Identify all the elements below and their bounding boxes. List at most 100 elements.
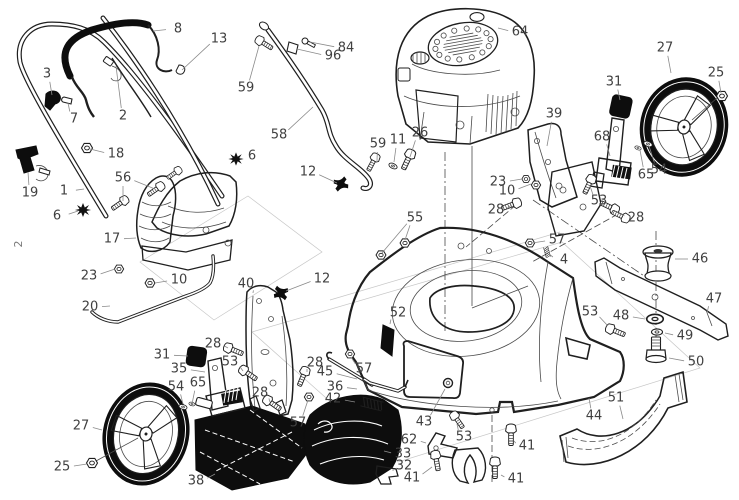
bolt-59 <box>363 151 383 174</box>
cable-clip <box>175 64 186 75</box>
part-number-label: 27 <box>73 419 90 434</box>
leader-line <box>632 316 646 320</box>
nut-23 <box>521 175 531 183</box>
leader-line <box>73 463 88 467</box>
nut-23 <box>113 264 125 274</box>
leader-line <box>404 225 411 241</box>
leader-line <box>92 427 103 431</box>
handle-mount-tray <box>136 171 238 271</box>
left-handle-bracket-40 <box>245 284 294 421</box>
part-number-label: 19 <box>22 186 39 201</box>
leader-line <box>706 306 709 314</box>
part-number-label: 28 <box>205 337 222 352</box>
leader-line <box>599 316 609 327</box>
part-number-label: 23 <box>81 269 98 284</box>
blade-adapter <box>642 245 674 282</box>
part-number-label: 26 <box>412 126 429 141</box>
part-number-label: 50 <box>688 355 705 370</box>
part-number-label: 6 <box>53 209 61 224</box>
part-number-label: 48 <box>613 309 630 324</box>
lower-handle <box>16 21 225 219</box>
leader-line <box>420 441 427 444</box>
nut-55 <box>375 250 387 260</box>
leader-line <box>268 398 271 403</box>
nut-10 <box>530 180 542 190</box>
leader-line <box>507 204 513 208</box>
mower-deck <box>344 226 625 416</box>
part-number-label: 13 <box>211 32 228 47</box>
throttle-cable <box>111 57 152 118</box>
bolt-53 <box>579 172 599 197</box>
part-number-label: 23 <box>490 175 507 190</box>
leader-line <box>518 183 532 190</box>
leader-line <box>497 27 509 31</box>
bolt-41 <box>489 456 501 479</box>
part-number-label: 49 <box>677 329 694 344</box>
leader-line <box>249 45 260 81</box>
part-number-label: 35 <box>171 362 188 377</box>
bracket-39 <box>527 122 578 208</box>
leader-line <box>285 281 311 292</box>
part-number-label: 32 <box>396 459 413 474</box>
part-number-label: 2 <box>119 109 127 124</box>
part-number-label: 68 <box>594 130 611 145</box>
part-number-label: 18 <box>108 147 125 162</box>
deck-baffle-52 <box>380 324 395 357</box>
clamp-96 <box>286 41 299 55</box>
nut-18 <box>80 142 94 154</box>
rear-wheel <box>639 77 729 177</box>
leader-line <box>430 388 446 416</box>
leader-line <box>606 144 611 157</box>
leader-line <box>100 268 116 275</box>
leader-line <box>619 405 624 420</box>
part-number-label: 51 <box>608 391 625 406</box>
part-number-label: 41 <box>508 472 525 487</box>
rear-bumper-51 <box>559 370 688 466</box>
upper-handle <box>100 15 373 207</box>
bolt-26 <box>397 146 418 173</box>
leader-line <box>191 390 196 405</box>
deck-hub-opening <box>429 284 515 333</box>
part-number-label: 28 <box>307 356 324 371</box>
leader-line <box>422 466 433 475</box>
leader-line <box>456 423 459 431</box>
leader-line <box>664 332 674 336</box>
leader-line <box>588 397 592 409</box>
leader-line <box>617 89 621 101</box>
leader-line <box>319 174 338 184</box>
leader-line <box>288 106 314 131</box>
screw-84 <box>301 37 317 49</box>
leader-line <box>309 41 335 48</box>
leader-line <box>123 237 137 240</box>
leader-line <box>350 356 356 364</box>
bolt-41 <box>429 449 444 472</box>
part-number-label: 36 <box>327 380 344 395</box>
latch-assembly <box>326 245 551 412</box>
deck-side-pocket <box>564 336 591 360</box>
support-rod-20 <box>90 254 216 324</box>
bolt-7 <box>61 96 73 105</box>
part-number-label: 53 <box>222 355 239 370</box>
leader-line <box>180 394 184 405</box>
leader-line <box>75 188 85 191</box>
leader-line <box>531 240 546 244</box>
front-wheel <box>102 382 190 486</box>
leader-line <box>409 140 416 158</box>
leader-line <box>346 387 358 390</box>
nut-57 <box>303 392 315 402</box>
leader-line <box>718 80 722 94</box>
lever-3 <box>44 90 61 111</box>
leader-line <box>181 43 211 71</box>
bracket-32 <box>375 465 399 485</box>
nut-57 <box>344 349 356 359</box>
part-number-label: 28 <box>488 203 505 218</box>
leader-line <box>509 178 523 182</box>
part-number-label: 7 <box>70 112 78 127</box>
adjuster-teeth <box>611 164 632 182</box>
part-number-label: 6 <box>248 149 256 164</box>
knob-19 <box>15 145 51 182</box>
part-number-label: 46 <box>692 252 709 267</box>
leader-line <box>383 450 392 454</box>
leader-line <box>548 253 554 258</box>
